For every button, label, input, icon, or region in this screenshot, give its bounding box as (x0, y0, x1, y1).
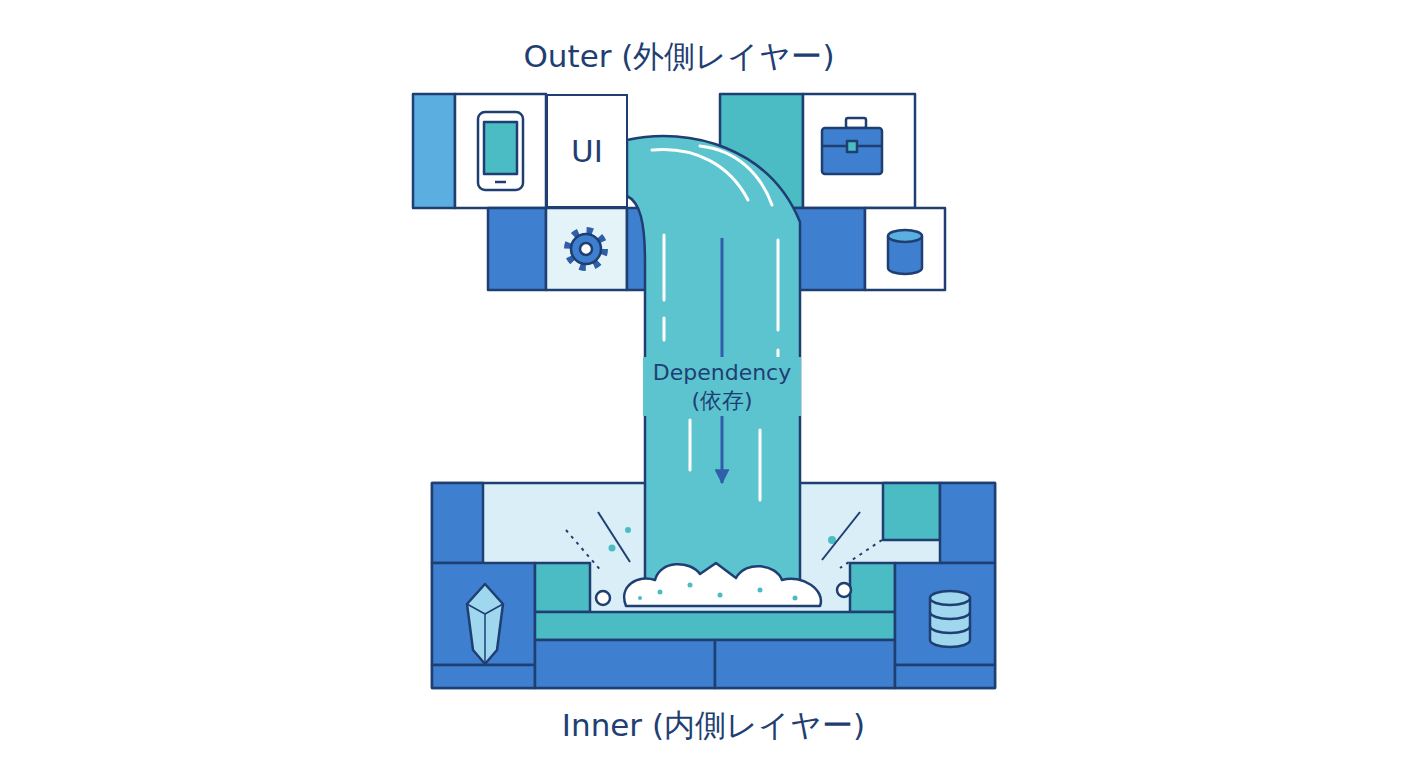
splash (624, 563, 821, 606)
arrow-stub (721, 238, 724, 290)
block (883, 483, 940, 540)
cylinder-icon (888, 230, 922, 274)
edge-label: Dependency (依存) (643, 357, 801, 416)
splash-dots (609, 527, 837, 601)
block (413, 94, 455, 208)
phone-icon (478, 112, 523, 190)
block (488, 208, 546, 290)
spray-lines (566, 512, 882, 572)
block (715, 640, 895, 688)
block (850, 563, 895, 612)
block (432, 483, 483, 563)
gem-icon (467, 584, 503, 664)
block (546, 208, 627, 290)
layer-heading: Inner (内側レイヤー) (562, 705, 865, 747)
block (865, 208, 945, 290)
block (535, 563, 590, 612)
block (432, 665, 535, 688)
ui-box: UI (546, 94, 628, 208)
block (895, 563, 995, 665)
toolbox-icon (822, 118, 882, 174)
bubble (596, 591, 610, 605)
waterfall (627, 136, 800, 592)
block (455, 94, 546, 208)
layer-heading: Outer (外側レイヤー) (523, 36, 834, 78)
database-icon (930, 591, 970, 647)
gear-icon (568, 231, 604, 267)
water-streaks (652, 146, 778, 500)
block (535, 612, 895, 640)
outer-layer-group: UIOuter (外側レイヤー) (413, 94, 945, 290)
box-label: UI (565, 133, 609, 169)
block (803, 94, 915, 208)
block (535, 640, 715, 688)
block (432, 563, 535, 665)
inner-layer-group: Inner (内側レイヤー) (432, 483, 995, 688)
bubble (837, 583, 851, 597)
block (895, 665, 995, 688)
block (940, 483, 995, 563)
